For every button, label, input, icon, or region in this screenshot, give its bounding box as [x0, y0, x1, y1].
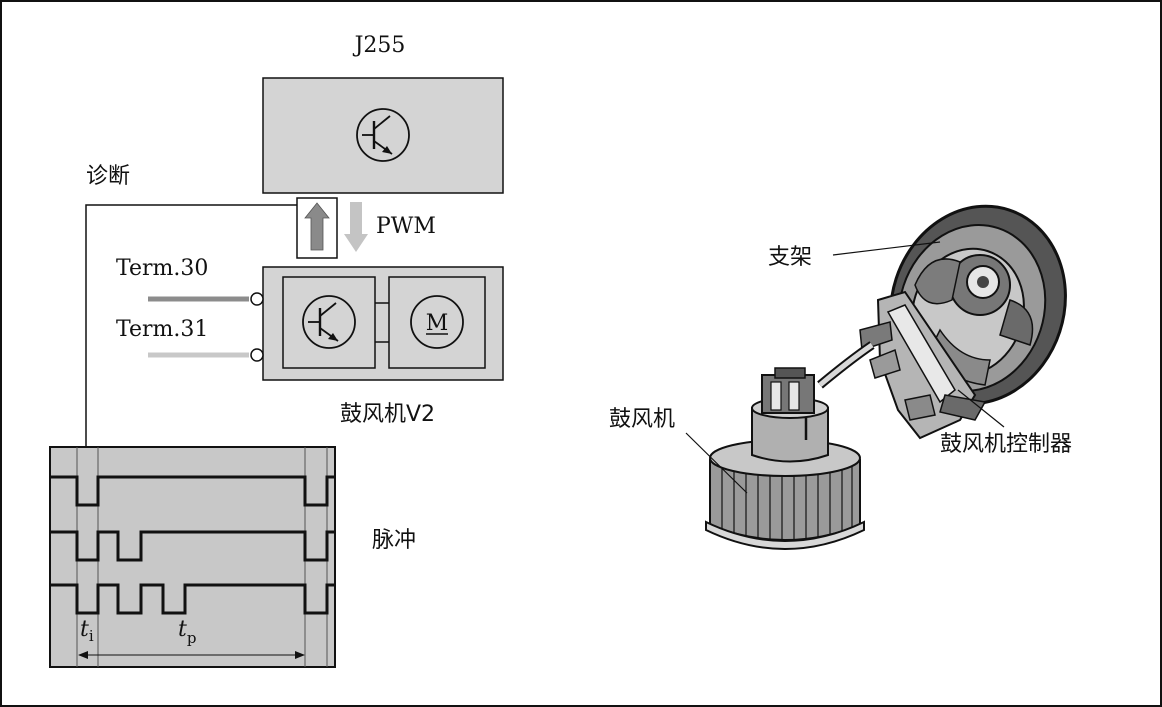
diagnosis-label: 诊断: [86, 164, 130, 189]
ti-label: ti: [80, 617, 94, 645]
transistor-icon: [356, 108, 410, 162]
pulse-waveform-2: [50, 530, 335, 562]
pulse-waveform-1: [50, 475, 335, 507]
blower-leader-line: [685, 432, 748, 494]
j255-control-unit: [262, 77, 504, 194]
blower-v2-unit: M: [250, 266, 504, 381]
controller-leader-line: [957, 389, 1005, 428]
j255-label: J255: [353, 33, 406, 58]
bracket-label: 支架: [768, 245, 812, 270]
bracket-leader-line: [832, 241, 941, 256]
power-stage-box: [282, 276, 376, 369]
pwm-label: PWM: [376, 214, 436, 239]
blower-v2-label: 鼓风机V2: [340, 402, 435, 427]
blower-illustration: [685, 204, 1067, 550]
motor-box: [388, 276, 486, 369]
pwm-down-arrow-icon: [344, 202, 368, 252]
term30-connector: [250, 292, 264, 306]
term31-connector: [250, 348, 264, 362]
pulse-waveform-3: [50, 583, 335, 615]
blower-controller-part: [859, 290, 987, 440]
motor-housing: [751, 367, 829, 463]
up-arrow-icon: [304, 202, 330, 251]
tp-label: tp: [178, 617, 196, 647]
motor-icon: M: [410, 295, 464, 349]
signal-arrow-box: [296, 197, 338, 259]
transistor-icon: [302, 295, 356, 349]
blower-label: 鼓风机: [609, 407, 675, 432]
blower-controller-label: 鼓风机控制器: [940, 432, 1072, 457]
motor-symbol: M: [426, 311, 449, 336]
diagnosis-wire: [85, 204, 297, 447]
term31-label: Term.31: [116, 317, 208, 342]
pulse-diagram: ti tp: [49, 446, 336, 668]
term30-label: Term.30: [116, 256, 208, 281]
pulse-label: 脉冲: [372, 528, 416, 553]
